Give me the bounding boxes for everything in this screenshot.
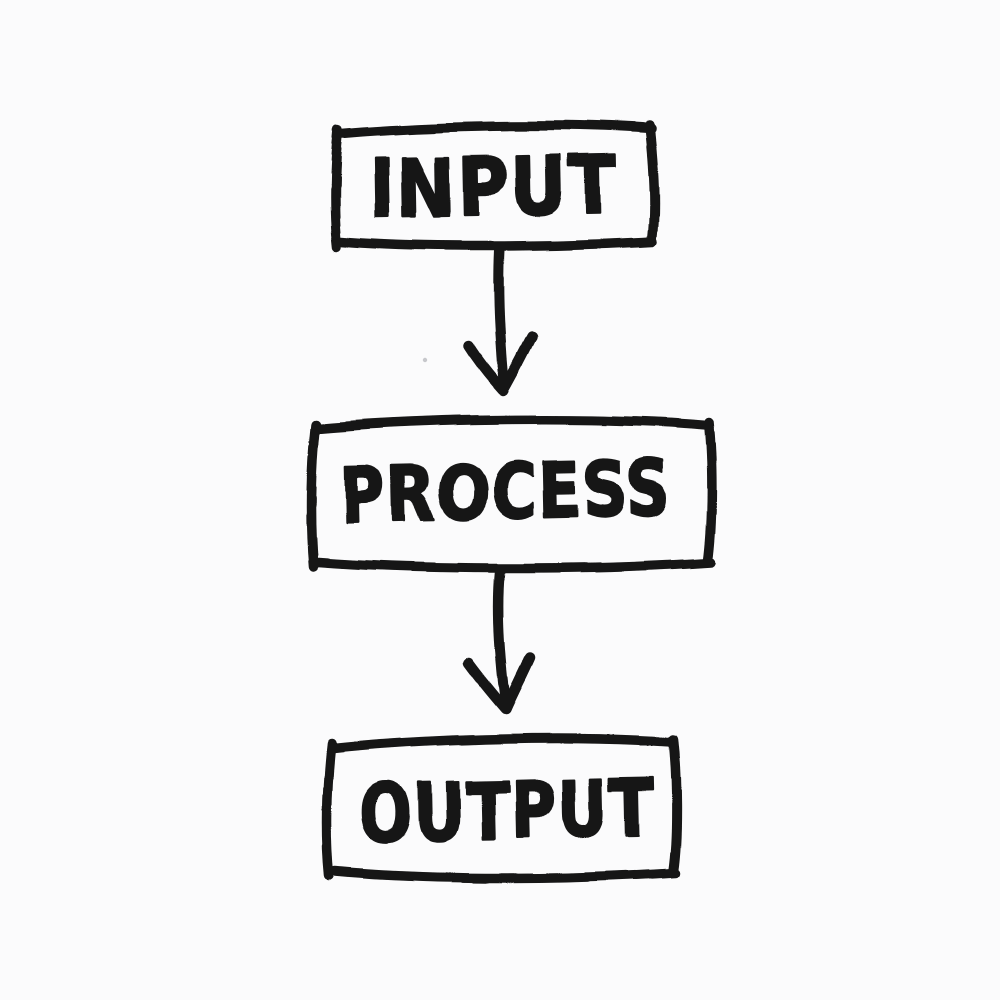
arrow-1-shaft	[493, 246, 509, 391]
edge-input-to-process	[463, 246, 537, 396]
output-box-right	[667, 734, 681, 876]
flow-node-process-box	[305, 414, 717, 573]
process-box-right	[703, 417, 717, 565]
arrow-1-head	[463, 331, 537, 396]
input-box-bottom	[336, 237, 658, 252]
input-box-right	[644, 121, 659, 246]
flow-node-input-box	[329, 120, 659, 252]
process-box-top	[312, 414, 712, 433]
ink-strokes	[305, 120, 717, 884]
output-box-top	[328, 733, 676, 754]
process-box-bottom	[313, 557, 716, 573]
ink-speck	[422, 357, 428, 363]
node-labels: INPUT PROCESS OUTPUT	[338, 138, 674, 862]
input-box-top	[337, 120, 656, 138]
input-label: INPUT	[368, 139, 620, 236]
output-label: OUTPUT	[359, 764, 656, 860]
output-box-left	[321, 739, 336, 881]
output-box-bottom	[330, 867, 679, 884]
flow-node-output-box	[321, 733, 681, 884]
input-box-left	[329, 124, 343, 252]
arrow-2-head	[463, 652, 536, 715]
arrow-2-shaft	[494, 565, 512, 711]
process-box-left	[305, 419, 320, 571]
process-label: PROCESS	[339, 444, 673, 540]
edge-process-to-output	[463, 565, 536, 715]
